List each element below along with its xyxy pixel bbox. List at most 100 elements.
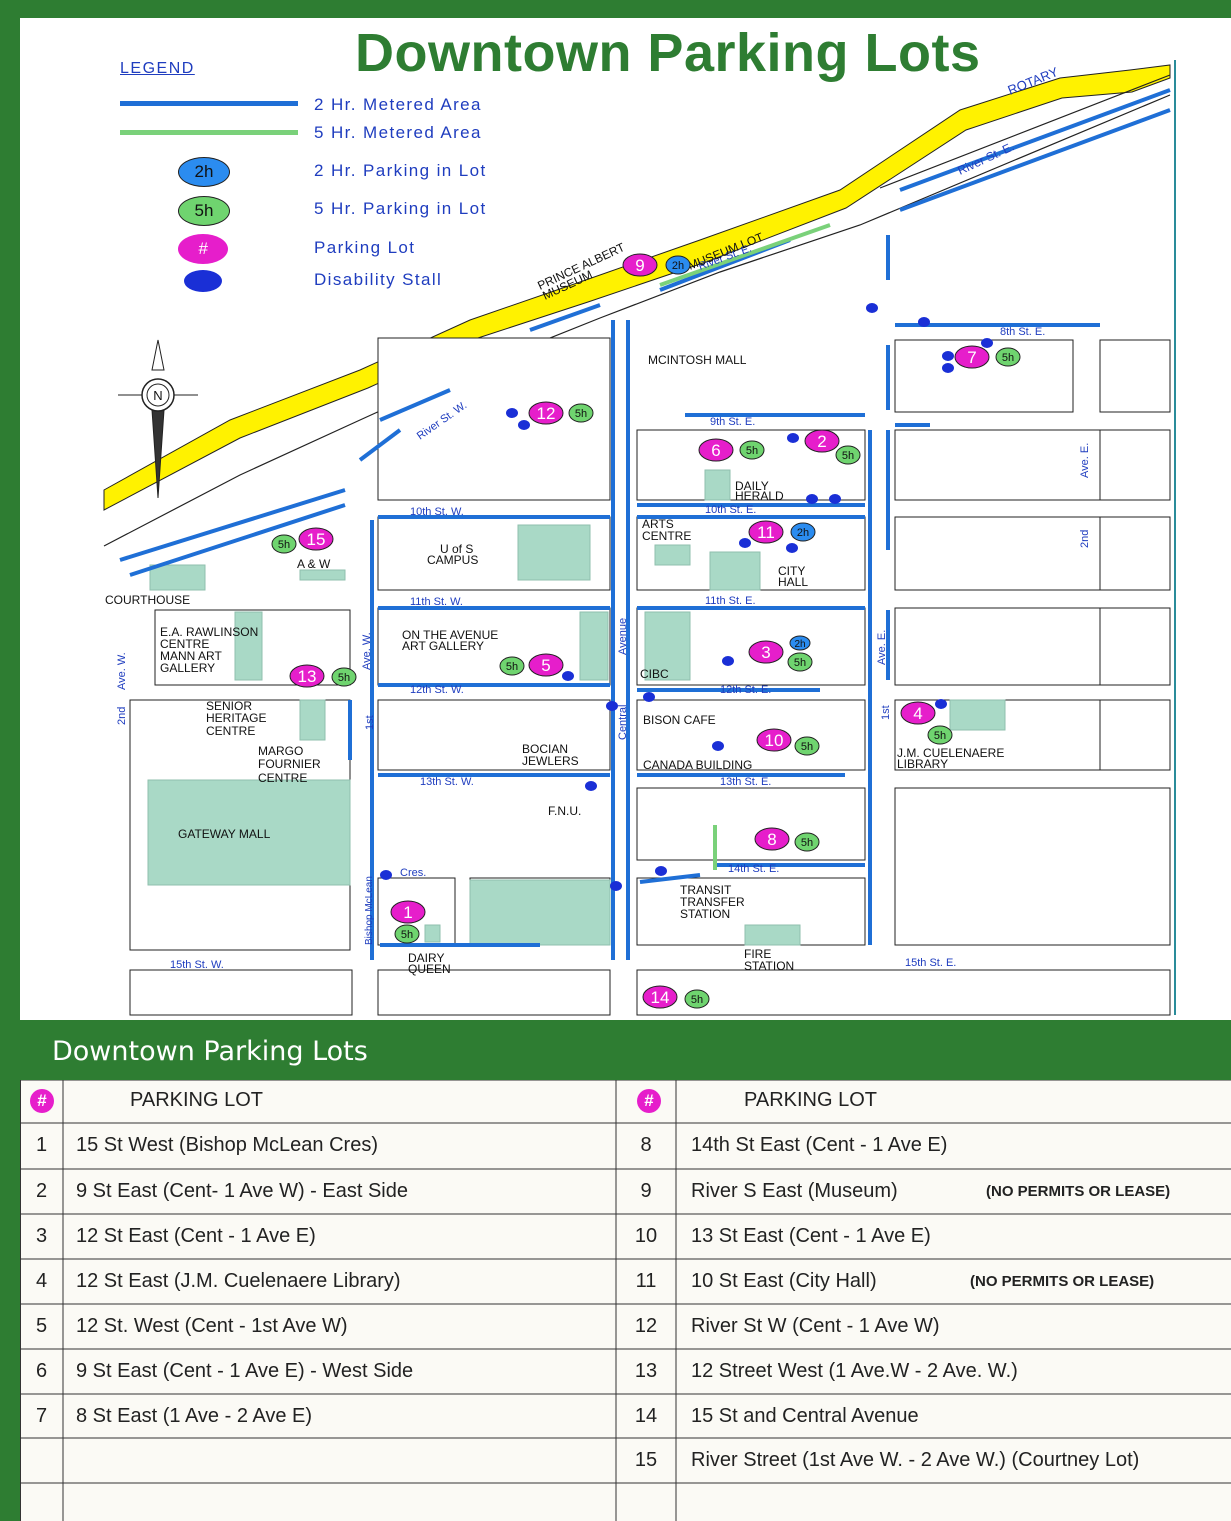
place-label-30: CANADA BUILDING — [643, 758, 752, 772]
lot-number-text: 14 — [651, 988, 670, 1007]
metered-2h-street-24 — [899, 108, 1171, 212]
lot-number-text: 10 — [765, 731, 784, 750]
lot-number-text: 3 — [761, 643, 770, 662]
right-row-number: 14 — [634, 1405, 658, 1427]
city-block-22 — [1099, 429, 1171, 501]
table-hash-badge-left: # — [30, 1089, 54, 1113]
compass-icon: N — [118, 339, 198, 499]
metered-2h-street-22 — [129, 503, 346, 577]
disability-stall-icon — [787, 433, 799, 443]
building-2 — [654, 544, 691, 566]
map-title: Downtown Parking Lots — [355, 23, 981, 83]
left-row-number: 5 — [35, 1315, 48, 1337]
lot-time-text: 5h — [1002, 352, 1014, 364]
place-label-8: CITY — [778, 564, 805, 578]
compass-inner-ring — [146, 383, 170, 407]
building-0 — [517, 524, 591, 581]
place-label-10: U of S — [440, 542, 473, 556]
lot-time-badge — [794, 736, 820, 756]
disability-stall-icon — [606, 701, 618, 711]
disability-stall-icon — [786, 543, 798, 553]
lot-time-badge — [665, 255, 691, 275]
lot-number-badge — [622, 253, 658, 277]
left-row-number: 3 — [35, 1225, 48, 1247]
place-label-21: SENIOR — [206, 699, 252, 713]
lot-number-text: 6 — [711, 441, 720, 460]
place-label-18: ON THE AVENUE — [402, 628, 498, 642]
street-label-23: Ave. E. — [876, 630, 888, 665]
lot-number-badge — [754, 827, 790, 851]
right-row-number: 15 — [634, 1449, 658, 1471]
disability-stall-icon — [739, 538, 751, 548]
lot-time-text: 5h — [934, 730, 946, 742]
right-row-number: 11 — [635, 1270, 657, 1292]
disability-stall-icon — [506, 408, 518, 418]
place-label-7: CENTRE — [642, 529, 691, 543]
lot-time-badge — [787, 652, 813, 672]
metered-2h-street-25 — [899, 88, 1171, 192]
street-label-22: Avenue — [617, 618, 629, 655]
place-label-24: MARGO — [258, 744, 303, 758]
right-row-number: 10 — [634, 1225, 658, 1247]
place-label-19: ART GALLERY — [402, 639, 484, 653]
legend-2h-lot-label: 2 Hr. Parking in Lot — [314, 161, 487, 180]
right-row-number: 12 — [634, 1315, 658, 1337]
lot-time-text: 5h — [801, 837, 813, 849]
place-label-15: CENTRE — [160, 637, 209, 651]
lot-number-text: 8 — [767, 830, 776, 849]
place-label-41: QUEEN — [408, 962, 451, 976]
lot-number-text: 15 — [307, 530, 326, 549]
street-label-8: 11th St. W. — [410, 596, 463, 608]
left-row-number: 4 — [35, 1270, 48, 1292]
building-7 — [469, 879, 611, 946]
lot-time-badge — [499, 656, 525, 676]
city-block-5 — [636, 787, 866, 861]
building-14 — [299, 569, 346, 581]
disability-stall-icon — [585, 781, 597, 791]
lot-time-text: 5h — [575, 408, 587, 420]
lot-time-badge — [790, 522, 816, 542]
lot-number-badge — [900, 701, 936, 725]
right-row-number: 13 — [634, 1360, 658, 1382]
disability-stall-icon — [866, 303, 878, 313]
place-label-36: TRANSFER — [680, 895, 745, 909]
right-row-lot-name: 10 St East (City Hall) — [691, 1270, 877, 1292]
left-row-lot-name: 12 St East (J.M. Cuelenaere Library) — [76, 1270, 401, 1292]
lot-time-badge — [331, 667, 357, 687]
street-label-27: Cres. — [400, 867, 426, 879]
place-label-9: HALL — [778, 575, 808, 589]
left-row-number: 7 — [35, 1405, 48, 1427]
left-row-lot-name: 9 St East (Cent - 1 Ave E) - West Side — [76, 1360, 414, 1382]
lot-number-badge — [748, 640, 784, 664]
legend-5h-lot-label: 5 Hr. Parking in Lot — [314, 199, 487, 218]
lot-time-text: 5h — [401, 929, 413, 941]
lot-time-badge-secondary — [789, 635, 811, 651]
lot-time-text: 5h — [794, 657, 806, 669]
lot-marker-1: 15h — [390, 900, 426, 944]
place-label-13: COURTHOUSE — [105, 593, 190, 607]
right-row-number: 8 — [640, 1134, 652, 1156]
disability-stall-icon — [918, 317, 930, 327]
legend-2h-lot-icon-text: 2h — [194, 162, 214, 181]
legend-5h-metered-line — [120, 130, 298, 135]
place-label-34: GATEWAY MALL — [178, 827, 271, 841]
place-label-16: MANN ART — [160, 649, 222, 663]
lot-number-text: 11 — [757, 523, 775, 542]
city-block-28 — [636, 969, 1171, 1016]
left-row-lot-name: 12 St. West (Cent - 1st Ave W) — [76, 1315, 348, 1337]
legend-2h-metered-line — [120, 101, 298, 106]
place-label-5: HERALD — [735, 489, 784, 503]
lot-time-badge — [568, 403, 594, 423]
street-label-13: 13th St. E. — [720, 776, 771, 788]
lot-number-badge — [298, 527, 334, 551]
street-label-16: 15th St. E. — [905, 957, 956, 969]
street-label-11: 12th St. E. — [720, 684, 771, 696]
metered-2h-street-29 — [379, 388, 451, 422]
place-label-28: JEWLERS — [522, 754, 579, 768]
legend-2h-metered-label: 2 Hr. Metered Area — [314, 95, 482, 114]
street-label-7: 10th St. E. — [705, 504, 756, 516]
